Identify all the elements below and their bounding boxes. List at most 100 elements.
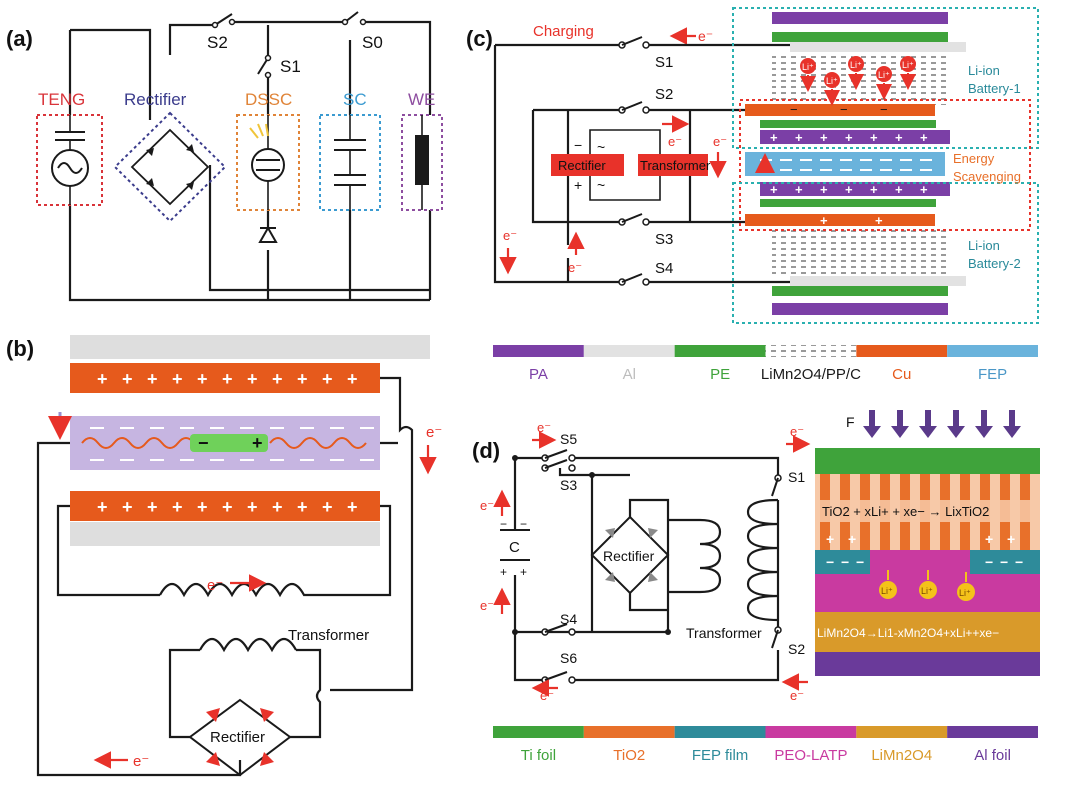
charge-plus: +	[172, 369, 183, 389]
svg-text:+: +	[920, 130, 928, 145]
switch-lever[interactable]	[621, 273, 643, 283]
switch-s1-c: S1	[655, 54, 673, 71]
charge-plus: +	[147, 497, 158, 517]
rectifier-bridge	[188, 698, 292, 777]
legend-swatch	[856, 345, 948, 357]
charge-plus: +	[247, 497, 258, 517]
svg-text:+: +	[870, 130, 878, 145]
electron-label-mid: e⁻	[207, 577, 223, 594]
rectifier-label-b: Rectifier	[210, 729, 265, 746]
rect-minus: −	[574, 137, 582, 153]
switch-contact[interactable]	[642, 41, 650, 49]
switch-lever[interactable]	[544, 449, 568, 459]
switch-s2-d: S2	[788, 641, 805, 657]
svg-text:+: +	[820, 130, 828, 145]
teng-label: TENG	[38, 90, 85, 109]
switch-lever[interactable]	[621, 101, 643, 111]
switch-contact[interactable]	[642, 218, 650, 226]
svg-text:−: −	[500, 517, 507, 531]
panel-a: (a) S2 S1 S0 TENG Rectifier DSSC SC WE	[6, 11, 443, 302]
switch-s3-c: S3	[655, 231, 673, 248]
switch-s3-d: S3	[560, 477, 577, 493]
li-ion	[900, 56, 916, 72]
charge-plus: +	[347, 497, 358, 517]
legend-label: Ti foil	[521, 747, 556, 764]
li-ion	[800, 58, 816, 74]
rect-plus: +	[574, 177, 582, 193]
energy-line1: Energy	[953, 151, 995, 166]
force-arrow-head	[1003, 426, 1021, 438]
svg-text:+: +	[845, 130, 853, 145]
switch-contact[interactable]	[568, 464, 576, 472]
switch-lever[interactable]	[621, 36, 643, 46]
li-ion	[848, 56, 864, 72]
svg-text:+: +	[870, 182, 878, 197]
switch-s0-label: S0	[362, 33, 383, 52]
svg-text:+: +	[1007, 531, 1015, 547]
electron-c4: e⁻	[503, 228, 517, 243]
transformer-label-d: Transformer	[686, 625, 762, 641]
energy-line2: Scavenging	[953, 169, 1021, 184]
charge-plus: +	[322, 369, 333, 389]
switch-contact[interactable]	[642, 278, 650, 286]
rectifier-label: Rectifier	[124, 90, 187, 109]
charge-plus: +	[197, 497, 208, 517]
switch-contact[interactable]	[642, 106, 650, 114]
svg-text:+: +	[820, 213, 828, 228]
charge-plus: +	[147, 369, 158, 389]
rect-tilde-top: ~	[597, 139, 605, 155]
svg-text:+: +	[770, 130, 778, 145]
transformer-label-c: Transformer	[640, 158, 711, 173]
switch-contact[interactable]	[568, 628, 576, 636]
legend-label: Al	[623, 366, 636, 383]
li-ion	[957, 583, 975, 601]
li-ion-label: Li⁺	[959, 588, 971, 598]
switch-lever[interactable]	[771, 629, 779, 649]
li-ion-label: Li⁺	[850, 60, 862, 70]
legend-label: FEP film	[692, 747, 748, 764]
charge-plus: +	[197, 369, 208, 389]
charge-plus: +	[172, 497, 183, 517]
svg-text:−: −	[985, 554, 993, 570]
sc-label: SC	[343, 90, 367, 109]
switch-lever[interactable]	[771, 477, 779, 497]
legend-swatch	[765, 726, 857, 738]
electron-charging: e⁻	[698, 28, 713, 44]
switch-lever[interactable]	[544, 623, 568, 633]
force-arrow-head	[891, 426, 909, 438]
switch-lever[interactable]	[621, 213, 643, 223]
svg-text:−: −	[1015, 554, 1023, 570]
top-electrode	[70, 363, 380, 393]
switch-lever[interactable]	[544, 459, 568, 469]
svg-text:+: +	[985, 531, 993, 547]
li-ion-label: Li⁺	[826, 76, 838, 86]
svg-text:+: +	[820, 182, 828, 197]
switch-lever[interactable]	[544, 671, 568, 681]
charge-plus: +	[272, 369, 283, 389]
switch-contact[interactable]	[568, 676, 576, 684]
transformer-label: Transformer	[288, 627, 369, 644]
charge-plus: +	[347, 369, 358, 389]
legend-label: LiMn2O4	[871, 747, 932, 764]
dssc-label: DSSC	[245, 90, 292, 109]
svg-text:−: −	[856, 554, 864, 570]
charge-plus: +	[297, 369, 308, 389]
switch-s4-d: S4	[560, 611, 577, 627]
legend-swatch	[947, 726, 1038, 738]
force-arrow-head	[863, 426, 881, 438]
panel-a-label: (a)	[6, 26, 33, 51]
electron-label-bottom: e⁻	[133, 753, 149, 770]
switch-s1-label: S1	[280, 57, 301, 76]
electron-label-top: e⁻	[426, 424, 442, 441]
switch-s5-d: S5	[560, 431, 577, 447]
electron-d6: e⁻	[790, 688, 804, 703]
legend-swatch	[493, 345, 584, 357]
legend-label: PEO-LATP	[774, 747, 847, 764]
switch-s2-c: S2	[655, 86, 673, 103]
li-ion-label: Li⁺	[902, 60, 914, 70]
charge-plus: +	[247, 369, 258, 389]
svg-text:+: +	[845, 182, 853, 197]
switch-contact[interactable]	[568, 454, 576, 462]
